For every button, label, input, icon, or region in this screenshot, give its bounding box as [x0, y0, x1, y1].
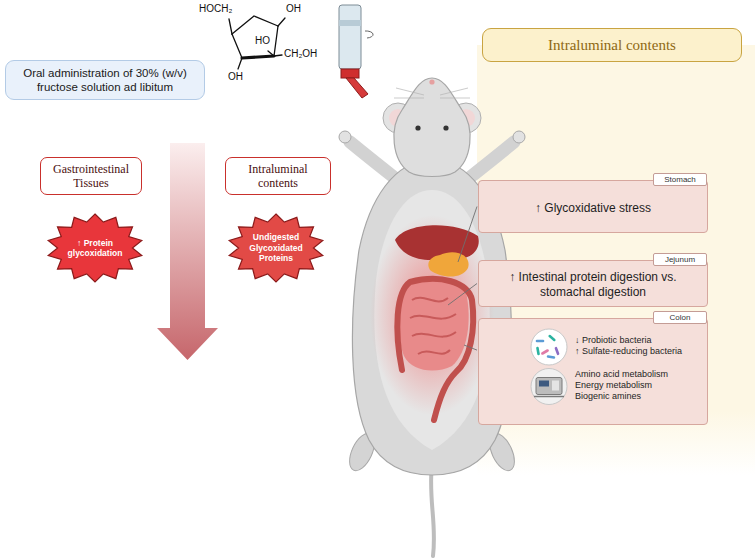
water-bottle [365, 31, 373, 38]
chemical-label: HO [255, 35, 270, 47]
tab-label: Jejunum [665, 254, 695, 265]
panel-header: Intraluminal contents [482, 28, 742, 62]
chemical-label: HOCH₂ [199, 3, 232, 15]
section-tab: Stomach [653, 173, 707, 186]
node-text: ↑ Sulfate-reducing bacteria [575, 346, 701, 357]
mouse-figure [440, 98, 470, 99]
leader-lines [448, 207, 477, 351]
mouse-figure [429, 79, 434, 84]
tab-label: Colon [670, 312, 691, 323]
bacteria-icon [548, 356, 554, 357]
water-bottle [346, 78, 368, 98]
fructose-structure [242, 56, 274, 58]
fructose-structure [232, 34, 242, 58]
water-bottle [339, 5, 373, 98]
instrument-icon [536, 378, 562, 395]
instrument-icon [552, 381, 559, 391]
water-bottle [339, 5, 361, 69]
mouse-figure [415, 125, 420, 130]
bacteria-icon [531, 329, 567, 365]
chemical-label: CH₂OH [284, 48, 317, 60]
mouse-figure [431, 462, 434, 556]
organs [399, 280, 469, 371]
leader-line [448, 284, 477, 306]
category-box: Gastrointestinal Tissues [40, 157, 142, 195]
tab-label: Stomach [664, 174, 696, 185]
node-text: ↓ Probiotic bacteria [575, 335, 701, 346]
mouse-figure [464, 142, 514, 182]
fructose-structure [278, 18, 285, 26]
starburst-outline [229, 214, 323, 282]
mouse-figure [394, 88, 470, 98]
instrument-icon [539, 381, 549, 387]
fructose-structure [229, 16, 285, 69]
chemical-label: OH [286, 3, 301, 15]
bacteria-icon [556, 348, 558, 354]
starburst: ↑ Protein glycoxidation [45, 212, 145, 284]
node-text: Amino acid metabolism [575, 369, 701, 380]
node-text: ↑ Intestinal protein digestion vs. stoma… [491, 270, 695, 300]
mouse-figure [339, 78, 525, 556]
organs [397, 279, 473, 420]
mouse-figure [443, 125, 448, 130]
mouse-figure [394, 78, 470, 177]
fructose-structure [274, 26, 278, 56]
instrument-icon [534, 396, 564, 398]
bacteria-icon [550, 336, 555, 340]
mouse-figure [440, 88, 468, 95]
node-text: Energy metabolism [575, 380, 701, 391]
bacteria-icon [542, 351, 547, 354]
node-text: ↑ Glycoxidative stress [535, 201, 651, 216]
node-text: Gastrointestinal Tissues [46, 162, 136, 190]
mouse-figure [339, 131, 351, 143]
section-tab: Jejunum [653, 253, 707, 266]
instrument-icon [531, 369, 567, 405]
side-panel [477, 45, 755, 475]
mouse-figure [350, 142, 400, 182]
node-text: Intraluminal contents [231, 162, 325, 190]
fructose-structure [232, 16, 278, 34]
organs [395, 225, 479, 260]
treatment-box: Oral administration of 30% (w/v) fructos… [5, 60, 205, 100]
finding-box: ↑ Glycoxidative stressStomach [478, 180, 708, 233]
water-bottle [341, 69, 359, 78]
mouse-figure [396, 88, 424, 95]
fructose-structure [268, 51, 274, 56]
leader-line [464, 345, 477, 350]
mouse-figure [394, 98, 424, 99]
instrument-icon [531, 369, 567, 405]
starburst: Undigested Glycoxidated Proteins [226, 212, 326, 284]
organs [410, 298, 456, 354]
finding-box: ↑ Intestinal protein digestion vs. stoma… [478, 260, 708, 307]
category-box: Intraluminal contents [225, 157, 331, 195]
fructose-structure [274, 55, 282, 56]
section-tab: Colon [653, 311, 707, 324]
leader-line [458, 207, 477, 263]
node-text: Intraluminal contents [548, 37, 676, 54]
fructose-structure [238, 58, 242, 69]
chemical-label: OH [228, 71, 243, 83]
starburst-outline [48, 214, 142, 282]
bacteria-icon [537, 340, 543, 343]
node-text: Biogenic amines [575, 391, 701, 402]
down-arrow [157, 143, 218, 360]
organs [428, 252, 468, 276]
mouse-figure [513, 131, 525, 143]
node-text: Oral administration of 30% (w/v) fructos… [14, 66, 196, 94]
bacteria-icon [537, 348, 538, 354]
colon-icons [479, 319, 571, 426]
node-text: ↑ Protein glycoxidation [63, 238, 127, 259]
water-bottle [339, 20, 361, 26]
bacteria-icon [531, 329, 567, 365]
fructose-structure [229, 19, 232, 34]
organs [370, 215, 494, 420]
node-text: Undigested Glycoxidated Proteins [244, 232, 308, 264]
finding-box: ↓ Probiotic bacteria↑ Sulfate-reducing b… [478, 318, 708, 425]
